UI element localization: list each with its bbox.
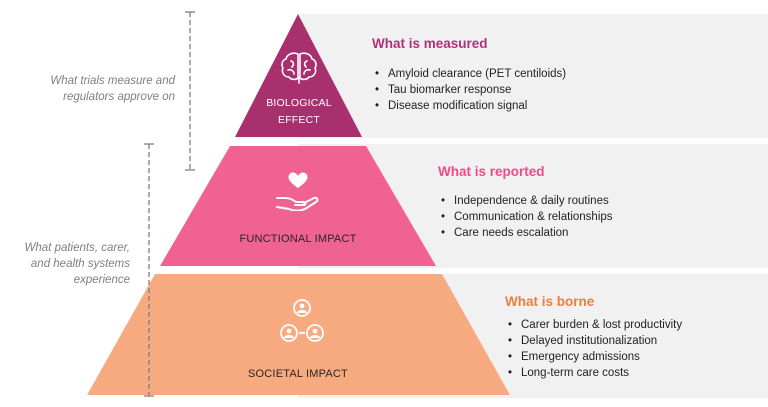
list-item: Delayed institutionalization bbox=[508, 333, 682, 349]
list-item: Disease modification signal bbox=[375, 98, 566, 114]
tier-societal-shape bbox=[87, 274, 510, 395]
tier-label-biological: BIOLOGICAL EFFECT bbox=[266, 97, 332, 126]
list-biological: Amyloid clearance (PET centiloids) Tau b… bbox=[375, 66, 566, 114]
list-item: Long-term care costs bbox=[508, 365, 682, 381]
list-item: Emergency admissions bbox=[508, 349, 682, 365]
list-item: Independence & daily routines bbox=[441, 193, 613, 209]
heading-functional: What is reported bbox=[438, 164, 545, 179]
brain-icon bbox=[281, 52, 317, 84]
heart-hand-icon bbox=[276, 172, 319, 211]
tier-label-societal: SOCIETAL IMPACT bbox=[248, 368, 348, 380]
bracket-bottom bbox=[144, 143, 154, 397]
list-item: Communication & relationships bbox=[441, 209, 613, 225]
tier-label-functional: FUNCTIONAL IMPACT bbox=[239, 233, 357, 245]
list-item: Tau biomarker response bbox=[375, 82, 566, 98]
heading-biological: What is measured bbox=[372, 36, 488, 51]
side-label-experience: What patients, carer, and health systems… bbox=[24, 242, 130, 286]
bracket-top bbox=[185, 11, 195, 171]
list-societal: Carer burden & lost productivity Delayed… bbox=[508, 317, 682, 381]
list-item: Carer burden & lost productivity bbox=[508, 317, 682, 333]
side-label-trials: What trials measure and regulators appro… bbox=[50, 75, 175, 103]
list-functional: Independence & daily routines Communicat… bbox=[441, 193, 613, 241]
people-network-icon bbox=[280, 299, 324, 342]
list-item: Care needs escalation bbox=[441, 225, 613, 241]
list-item: Amyloid clearance (PET centiloids) bbox=[375, 66, 566, 82]
heading-societal: What is borne bbox=[505, 294, 595, 309]
